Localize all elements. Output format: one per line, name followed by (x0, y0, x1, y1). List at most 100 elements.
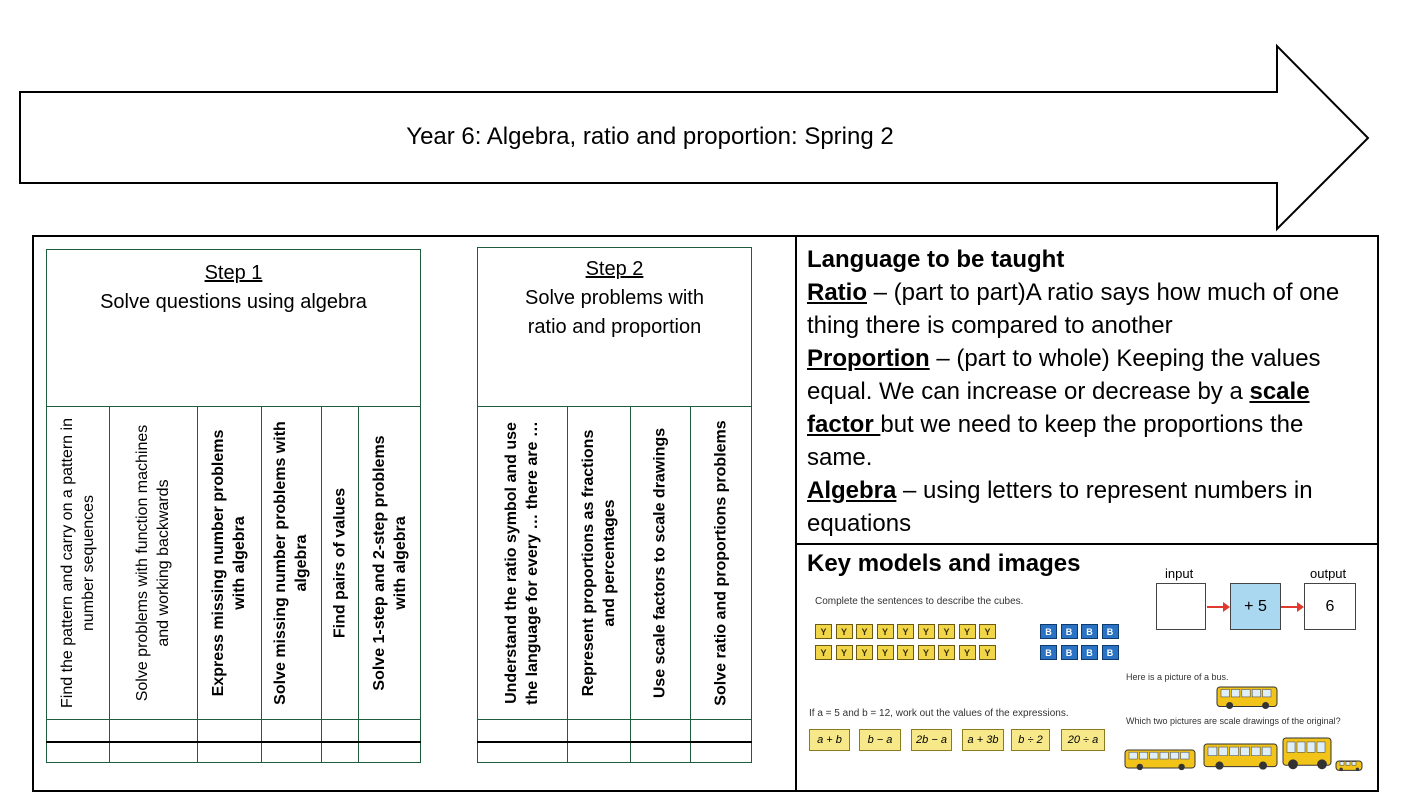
step1-col-divider (261, 406, 262, 763)
proportion-text: – (part to whole) Keeping the values equ… (807, 345, 1321, 405)
expressions-prompt: If a = 5 and b = 12, work out the values… (809, 708, 1069, 719)
step1-item-text: Find pairs of values (331, 487, 348, 638)
step1-item-2: Solve problems with function machines an… (109, 406, 197, 719)
algebra-text: – using letters to represent numbers in … (807, 477, 1313, 537)
models-title: Key models and images (807, 550, 1081, 577)
expression-card: a + b (809, 729, 850, 751)
column-divider (795, 235, 797, 792)
yellow-cube: Y (835, 645, 853, 660)
scaled-bus-picture-c (1282, 737, 1332, 770)
step2-items-box (477, 406, 752, 763)
step1-header-box: Step 1 Solve questions using algebra (46, 249, 421, 407)
yellow-cube: Y (856, 624, 873, 639)
banner-arrow (19, 43, 1370, 232)
input-box (1156, 583, 1206, 630)
yellow-cube: Y (958, 645, 976, 660)
bus-question: Which two pictures are scale drawings of… (1126, 716, 1341, 726)
step2-col-divider (567, 406, 568, 763)
original-bus-picture (1216, 686, 1278, 709)
step2-col-divider (690, 406, 691, 763)
ratio-text: – (part to part)A ratio says how much of… (807, 279, 1340, 339)
yellow-cube: Y (917, 624, 935, 639)
expression-card: 2b − a (911, 729, 952, 751)
banner-title: Year 6: Algebra, ratio and proportion: S… (406, 123, 894, 150)
scaled-bus-picture-b (1203, 743, 1278, 770)
step2-row-line-mid (477, 741, 752, 743)
step2-row-line-top (477, 719, 752, 720)
step2-item-text: Understand the ratio symbol and use the … (503, 420, 541, 705)
step2-title: Solve problems with ratio and proportion (525, 287, 704, 338)
step2-item-1: Understand the ratio symbol and use the … (477, 406, 567, 719)
step1-row-line-mid (46, 741, 421, 743)
step1-item-1: Find the pattern and carry on a pattern … (46, 406, 109, 719)
step1-item-5: Find pairs of values (321, 406, 358, 719)
step1-item-text: Solve problems with function machines an… (134, 424, 172, 701)
output-label: output (1310, 566, 1347, 581)
algebra-definition: Algebra – using letters to represent num… (807, 474, 1372, 540)
bus-prompt: Here is a picture of a bus. (1126, 672, 1229, 682)
yellow-cube: Y (958, 624, 976, 639)
step1-item-3: Express missing number problems with alg… (197, 406, 261, 719)
step1-item-text: Find the pattern and carry on a pattern … (58, 417, 97, 708)
blue-cube: B (1040, 645, 1057, 660)
expression-card: b ÷ 2 (1011, 729, 1050, 751)
step2-header-box: Step 2 Solve problems with ratio and pro… (477, 247, 752, 407)
ratio-term: Ratio (807, 279, 867, 306)
step1-col-divider (321, 406, 322, 763)
algebra-term: Algebra (807, 477, 897, 504)
step1-col-divider (358, 406, 359, 763)
step1-item-text: Express missing number problems with alg… (210, 429, 248, 696)
input-label: input (1165, 566, 1194, 581)
ratio-definition: Ratio – (part to part)A ratio says how m… (807, 276, 1372, 342)
step1-title: Solve questions using algebra (100, 291, 367, 313)
right-panel-divider (795, 543, 1379, 545)
step2-item-text: Use scale factors to scale drawings (651, 427, 669, 698)
yellow-cube: Y (917, 645, 935, 660)
yellow-cube: Y (979, 645, 996, 660)
yellow-cube: Y (876, 624, 894, 639)
step2-item-text: Solve ratio and proportions problems (712, 419, 730, 706)
step1-item-text: Solve missing number problems with algeb… (272, 420, 310, 705)
step2-col-divider (630, 406, 631, 763)
blue-cube: B (1101, 645, 1119, 660)
expression-card: b − a (859, 729, 901, 751)
operation-box: + 5 (1230, 583, 1281, 630)
yellow-cube: Y (938, 645, 955, 660)
step1-row-line-top (46, 719, 421, 720)
yellow-cube: Y (856, 645, 873, 660)
function-arrows (1207, 602, 1304, 612)
main-frame (32, 235, 1379, 792)
language-title: Language to be taught (807, 246, 1065, 273)
step2-item-2: Represent proportions as fractions and p… (567, 406, 630, 719)
scaled-bus-picture-a (1124, 749, 1196, 771)
yellow-cube: Y (815, 624, 832, 639)
step1-item-6: Solve 1-step and 2-step problems with al… (358, 406, 421, 719)
yellow-cube: Y (876, 645, 894, 660)
blue-cube: B (1081, 645, 1098, 660)
language-section: Language to be taught Ratio – (part to p… (807, 243, 1372, 540)
blue-cube: B (1060, 624, 1078, 639)
output-box: 6 (1304, 583, 1356, 630)
step2-label: Step 2 (585, 258, 644, 280)
proportion-text-2: but we need to keep the proportions the … (807, 411, 1304, 471)
step1-col-divider (197, 406, 198, 763)
scale-factor-term: scale factor (807, 378, 1310, 438)
blue-cube: B (1040, 624, 1057, 639)
step1-col-divider (109, 406, 110, 763)
yellow-cube: Y (897, 624, 914, 639)
yellow-cube: Y (835, 624, 853, 639)
yellow-cube: Y (979, 624, 996, 639)
step2-item-text: Represent proportions as fractions and p… (579, 429, 618, 696)
blue-cube: B (1081, 624, 1098, 639)
step2-item-3: Use scale factors to scale drawings (630, 406, 690, 719)
expression-card: 20 ÷ a (1061, 729, 1105, 751)
scaled-bus-picture-d (1335, 760, 1363, 772)
step1-item-4: Solve missing number problems with algeb… (261, 406, 321, 719)
expression-card: a + 3b (962, 729, 1004, 751)
proportion-definition: Proportion – (part to whole) Keeping the… (807, 342, 1372, 474)
cubes-prompt: Complete the sentences to describe the c… (815, 596, 1024, 607)
proportion-term: Proportion (807, 345, 930, 372)
step2-item-4: Solve ratio and proportions problems (690, 406, 752, 719)
step1-items-box (46, 406, 421, 763)
blue-cube: B (1101, 624, 1119, 639)
